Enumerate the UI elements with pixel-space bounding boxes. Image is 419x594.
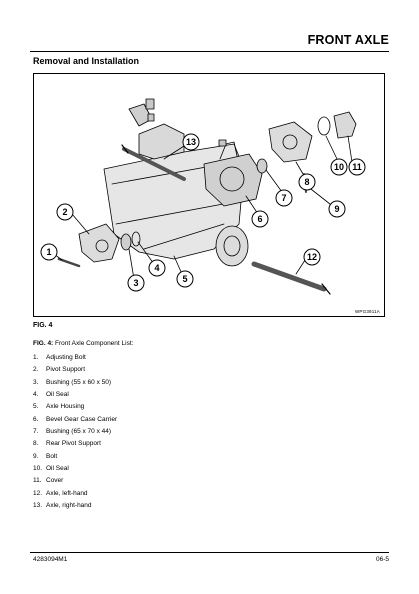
list-item: 11. Cover (33, 475, 117, 487)
list-item: 6. Bevel Gear Case Carrier (33, 414, 117, 426)
list-item: 1. Adjusting Bolt (33, 352, 117, 364)
exploded-view-figure: 13 2 1 3 4 5 6 7 8 9 10 11 12 WPG3911A (33, 73, 385, 317)
figure-label: FIG. 4 (33, 322, 53, 329)
item-number: 7. (33, 428, 39, 436)
item-text: Bolt (46, 452, 58, 460)
item-text: Axle Housing (46, 403, 85, 411)
section-title: Removal and Installation (33, 56, 140, 66)
callout-1: 1 (46, 247, 51, 257)
parts-list-fig-ref: FIG. 4: (33, 340, 54, 347)
list-item: 5. Axle Housing (33, 401, 117, 413)
item-number: 1. (33, 354, 39, 361)
list-item: 10.Oil Seal (33, 463, 117, 475)
item-number: 12. (33, 489, 43, 497)
callout-8: 8 (304, 177, 309, 187)
callout-9: 9 (334, 204, 339, 214)
item-number: 11. (33, 477, 42, 485)
item-text: Pivot Support (46, 366, 86, 374)
list-item: 4. Oil Seal (33, 389, 117, 401)
list-item: 3. Bushing (55 x 60 x 50) (33, 377, 117, 389)
item-number: 8. (33, 440, 39, 448)
item-text: Oil Seal (46, 391, 69, 399)
item-text: Bevel Gear Case Carrier (46, 415, 118, 423)
list-item: 12.Axle, left-hand (33, 488, 117, 500)
item-text: Rear Pivot Support (46, 440, 101, 448)
exploded-view-drawing: 13 2 1 3 4 5 6 7 8 9 10 11 12 (40, 98, 366, 295)
item-text: Axle, left-hand (46, 489, 88, 497)
page-header-title: FRONT AXLE (307, 33, 389, 47)
item-text: Adjusting Bolt (46, 354, 86, 361)
list-item: 2. Pivot Support (33, 364, 117, 376)
list-item: 9. Bolt (33, 451, 117, 463)
item-number: 13. (33, 502, 43, 510)
item-number: 6. (33, 415, 39, 423)
item-number: 4. (33, 391, 39, 399)
callout-11: 11 (352, 162, 362, 172)
list-item: 7. Bushing (65 x 70 x 44) (33, 426, 117, 438)
parts-list-caption: FIG. 4: Front Axle Component List: (33, 340, 133, 347)
item-number: 2. (33, 366, 39, 374)
figure-code: WPG3911A (354, 309, 380, 314)
callout-5: 5 (182, 274, 187, 284)
callout-6: 6 (257, 214, 262, 224)
footer-page-number: 06-5 (375, 556, 389, 563)
list-item: 13.Axle, right-hand (33, 500, 117, 512)
item-text: Cover (46, 477, 64, 485)
callout-3: 3 (133, 278, 138, 288)
item-number: 3. (33, 378, 39, 386)
callout-12: 12 (307, 252, 317, 262)
header-rule (30, 51, 389, 52)
item-text: Axle, right-hand (46, 502, 92, 510)
callout-4: 4 (154, 263, 159, 273)
item-text: Oil Seal (46, 465, 69, 473)
item-number: 5. (33, 403, 39, 411)
footer-rule (30, 552, 389, 553)
callout-10: 10 (334, 162, 344, 172)
item-text: Bushing (65 x 70 x 44) (46, 428, 112, 436)
callout-7: 7 (281, 193, 286, 203)
footer-doc-number: 4283094M1 (33, 556, 68, 563)
item-number: 10. (33, 465, 43, 473)
list-item: 8. Rear Pivot Support (33, 438, 117, 450)
item-number: 9. (33, 452, 39, 460)
callout-13: 13 (186, 137, 196, 147)
item-text: Bushing (55 x 60 x 50) (46, 378, 112, 386)
parts-list: 1. Adjusting Bolt 2. Pivot Support 3. Bushi… (33, 352, 117, 512)
parts-list-caption-text: Front Axle Component List: (55, 340, 134, 347)
callout-2: 2 (62, 207, 67, 217)
